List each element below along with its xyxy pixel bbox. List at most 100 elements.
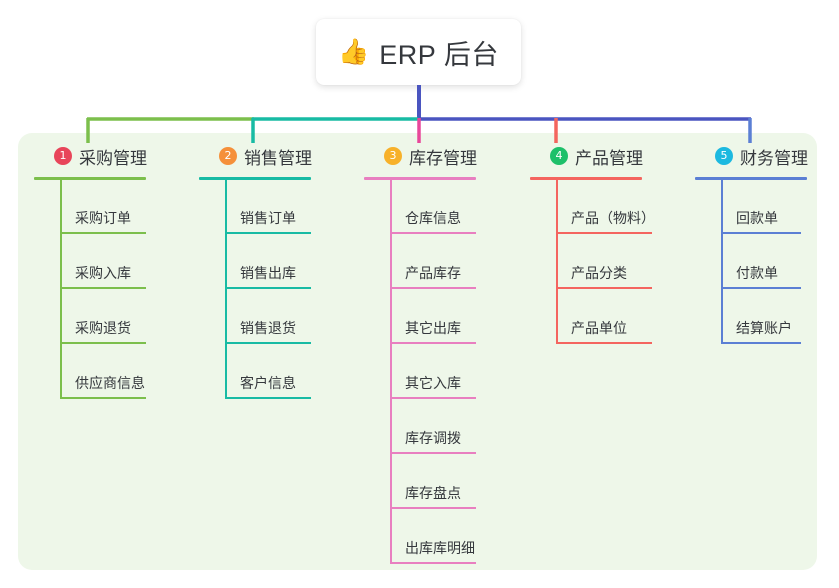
- leaf-item-label: 产品库存: [405, 265, 461, 281]
- leaf-item-rule: [225, 342, 311, 344]
- leaf-item-label: 产品单位: [571, 320, 627, 336]
- root-node-content: 👍 ERP 后台: [338, 33, 499, 72]
- leaf-item[interactable]: 库存盘点: [364, 455, 477, 510]
- leaf-item-rule: [390, 342, 476, 344]
- leaf-spine-5: [721, 180, 723, 342]
- leaf-item-rule: [390, 507, 476, 509]
- leaf-item-rule: [721, 342, 801, 344]
- leaf-item[interactable]: 产品（物料）: [530, 180, 655, 235]
- leaf-item-rule: [60, 397, 146, 399]
- mindmap-panel: [18, 133, 817, 570]
- leaf-item[interactable]: 产品单位: [530, 290, 652, 345]
- leaf-list-2: 销售订单销售出库销售退货客户信息: [199, 180, 312, 400]
- leaf-item[interactable]: 产品库存: [364, 235, 477, 290]
- leaf-item-label: 采购退货: [75, 320, 131, 336]
- leaf-list-1: 采购订单采购入库采购退货供应商信息: [34, 180, 147, 400]
- leaf-item-rule: [390, 287, 476, 289]
- column-rule-1: [34, 177, 146, 180]
- leaf-item-rule: [721, 287, 801, 289]
- leaf-item[interactable]: 销售订单: [199, 180, 312, 235]
- column-badge-1: 1: [54, 147, 72, 165]
- leaf-list-5: 回款单付款单结算账户: [695, 180, 808, 345]
- leaf-item[interactable]: 回款单: [695, 180, 808, 235]
- leaf-item-label: 客户信息: [240, 375, 296, 391]
- leaf-item[interactable]: 采购退货: [34, 290, 147, 345]
- leaf-item[interactable]: 供应商信息: [34, 345, 147, 400]
- column-header-4[interactable]: 4 产品管理: [530, 143, 643, 169]
- column-title-2: 销售管理: [244, 148, 312, 168]
- leaf-item-rule: [556, 287, 652, 289]
- leaf-item-rule: [60, 287, 146, 289]
- column-title-4: 产品管理: [575, 148, 643, 168]
- column-header-2[interactable]: 2 销售管理: [199, 143, 312, 169]
- leaf-item[interactable]: 仓库信息: [364, 180, 477, 235]
- leaf-item-label: 产品分类: [571, 265, 627, 281]
- leaf-item-label: 其它出库: [405, 320, 461, 336]
- leaf-item-label: 回款单: [736, 210, 778, 226]
- column-title-3: 库存管理: [409, 148, 477, 168]
- leaf-item-rule: [721, 232, 801, 234]
- column-header-1[interactable]: 1 采购管理: [34, 143, 147, 169]
- leaf-item-rule: [60, 232, 146, 234]
- thumbs-up-icon: 👍: [338, 37, 370, 66]
- column-header-3[interactable]: 3 库存管理: [364, 143, 477, 169]
- leaf-item-label: 供应商信息: [75, 375, 145, 391]
- leaf-item-label: 销售出库: [240, 265, 296, 281]
- leaf-item-label: 出库库明细: [405, 540, 475, 556]
- leaf-item-label: 销售订单: [240, 210, 296, 226]
- leaf-item-label: 采购订单: [75, 210, 131, 226]
- leaf-item-rule: [225, 287, 311, 289]
- leaf-item[interactable]: 其它出库: [364, 290, 477, 345]
- column-title-5: 财务管理: [740, 148, 808, 168]
- column-badge-2: 2: [219, 147, 237, 165]
- leaf-item-label: 销售退货: [240, 320, 296, 336]
- column-2: 2 销售管理销售订单销售出库销售退货客户信息: [199, 143, 312, 400]
- leaf-spine-4: [556, 180, 558, 342]
- leaf-item[interactable]: 客户信息: [199, 345, 312, 400]
- root-node-title: ERP 后台: [379, 39, 499, 70]
- column-badge-5: 5: [715, 147, 733, 165]
- column-title-1: 采购管理: [79, 148, 147, 168]
- leaf-item[interactable]: 付款单: [695, 235, 808, 290]
- leaf-item[interactable]: 产品分类: [530, 235, 652, 290]
- leaf-spine-3: [390, 180, 392, 562]
- leaf-item-rule: [390, 232, 476, 234]
- leaf-item[interactable]: 结算账户: [695, 290, 808, 345]
- leaf-item-label: 库存盘点: [405, 485, 461, 501]
- column-header-5[interactable]: 5 财务管理: [695, 143, 808, 169]
- leaf-item-rule: [390, 397, 476, 399]
- leaf-item-label: 采购入库: [75, 265, 131, 281]
- leaf-list-4: 产品（物料） 产品分类产品单位: [530, 180, 655, 345]
- leaf-item-rule: [390, 452, 476, 454]
- leaf-item-rule: [225, 232, 311, 234]
- column-3: 3 库存管理仓库信息产品库存其它出库其它入库库存调拨库存盘点出库库明细: [364, 143, 477, 565]
- leaf-item-rule: [556, 232, 652, 234]
- leaf-item[interactable]: 销售退货: [199, 290, 312, 345]
- leaf-item-label: 仓库信息: [405, 210, 461, 226]
- leaf-item[interactable]: 库存调拨: [364, 400, 477, 455]
- column-rule-3: [364, 177, 476, 180]
- leaf-item-rule: [225, 397, 311, 399]
- leaf-item-label: 结算账户: [736, 320, 792, 336]
- leaf-list-3: 仓库信息产品库存其它出库其它入库库存调拨库存盘点出库库明细: [364, 180, 477, 565]
- column-5: 5 财务管理回款单付款单结算账户: [695, 143, 808, 345]
- leaf-item-rule: [556, 342, 652, 344]
- leaf-item-rule: [60, 342, 146, 344]
- column-badge-4: 4: [550, 147, 568, 165]
- leaf-item-label: 付款单: [736, 265, 778, 281]
- leaf-item[interactable]: 销售出库: [199, 235, 312, 290]
- leaf-item-label: 库存调拨: [405, 430, 461, 446]
- column-badge-3: 3: [384, 147, 402, 165]
- column-rule-4: [530, 177, 642, 180]
- leaf-item[interactable]: 采购订单: [34, 180, 147, 235]
- root-node-card[interactable]: 👍 ERP 后台: [316, 19, 521, 85]
- leaf-item[interactable]: 采购入库: [34, 235, 147, 290]
- leaf-item[interactable]: 其它入库: [364, 345, 477, 400]
- column-4: 4 产品管理产品（物料） 产品分类产品单位: [530, 143, 655, 345]
- column-1: 1 采购管理采购订单采购入库采购退货供应商信息: [34, 143, 147, 400]
- leaf-item[interactable]: 出库库明细: [364, 510, 477, 565]
- leaf-item-label: 产品（物料）: [571, 210, 655, 226]
- leaf-item-label: 其它入库: [405, 375, 461, 391]
- column-rule-2: [199, 177, 311, 180]
- column-rule-5: [695, 177, 807, 180]
